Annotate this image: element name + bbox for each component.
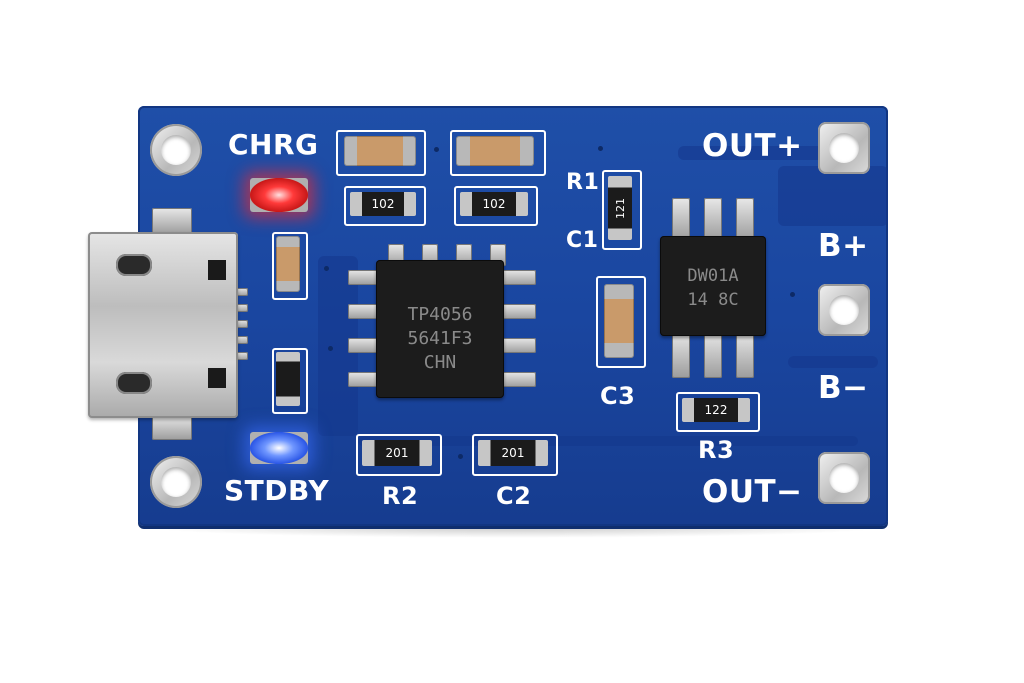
chip-pin <box>502 372 536 387</box>
resistor-frame <box>356 434 442 476</box>
stdby-led <box>250 432 308 464</box>
resistor-frame <box>344 186 426 226</box>
chip-pin <box>672 332 690 378</box>
resistor-code: 121 <box>613 197 627 219</box>
chip-marking-line-2: 5641F3 <box>407 328 473 349</box>
chip-pin <box>348 270 382 285</box>
mounting-hole-top-left <box>150 124 202 176</box>
chip-pin <box>348 372 382 387</box>
via <box>790 292 795 297</box>
pad-out-minus <box>818 452 870 504</box>
usb-slot-top <box>116 254 152 276</box>
chip-pin <box>736 198 754 240</box>
chip-marking-line-2: 14 8C <box>687 290 739 310</box>
usb-pin <box>234 336 248 344</box>
chip-pin <box>502 338 536 353</box>
usb-window <box>208 260 226 280</box>
chip-pin <box>736 332 754 378</box>
capacitor-frame <box>450 130 546 176</box>
resistor-code: 122 <box>704 403 728 417</box>
capacitor-top-left <box>344 136 416 166</box>
capacitor-top-right <box>456 136 534 166</box>
mounting-hole-bottom-left <box>150 456 202 508</box>
chip-pin <box>704 198 722 240</box>
chip-marking-line-3: CHN <box>423 352 457 373</box>
label-b-plus: B+ <box>818 228 869 264</box>
via <box>328 346 333 351</box>
capacitor-frame <box>336 130 426 176</box>
chip-pin <box>348 338 382 353</box>
chip-marking-line-1: TP4056 <box>407 304 473 325</box>
resistor-frame <box>676 392 760 432</box>
usb-window <box>208 368 226 388</box>
label-r2: R2 <box>382 482 419 510</box>
chip-pin <box>502 304 536 319</box>
via <box>458 454 463 459</box>
capacitor-c3 <box>604 284 634 358</box>
usb-pin <box>234 352 248 360</box>
resistor-c2: 201 <box>478 440 548 466</box>
resistor-left-lower <box>276 352 300 406</box>
label-c3: C3 <box>600 382 636 410</box>
usb-slot-bottom <box>116 372 152 394</box>
trace <box>778 166 888 226</box>
trace <box>678 146 848 160</box>
capacitor-frame <box>596 276 646 368</box>
dw01a-chip: DW01A 14 8C <box>660 236 766 336</box>
chip-pin <box>672 198 690 240</box>
trace <box>788 356 878 368</box>
pad-b-plus <box>818 284 870 336</box>
resistor-frame <box>602 170 642 250</box>
label-out-plus: OUT+ <box>702 128 803 164</box>
tp4056-chip: TP4056 5641F3 CHN <box>376 260 504 398</box>
chrg-led <box>250 178 308 212</box>
resistor-frame <box>454 186 538 226</box>
usb-mount-tab <box>152 208 192 234</box>
label-c1: C1 <box>566 228 599 253</box>
usb-pin <box>234 288 248 296</box>
resistor-code: 102 <box>482 197 506 211</box>
capacitor-left-upper <box>276 236 300 292</box>
chip-pin <box>502 270 536 285</box>
resistor-102-right: 102 <box>460 192 528 216</box>
via <box>434 147 439 152</box>
resistor-r3: 122 <box>682 398 750 422</box>
resistor-102-left: 102 <box>350 192 416 216</box>
pad-out-plus <box>818 122 870 174</box>
chip-marking-line-1: DW01A <box>687 266 739 286</box>
label-c2: C2 <box>496 482 532 510</box>
resistor-frame <box>272 348 308 414</box>
label-b-minus: B− <box>818 370 869 406</box>
usb-mount-tab <box>152 416 192 440</box>
label-chrg: CHRG <box>228 128 319 161</box>
resistor-code: 201 <box>501 446 525 460</box>
usb-pin <box>234 320 248 328</box>
usb-pin <box>234 304 248 312</box>
resistor-r1: 121 <box>608 176 632 240</box>
trace <box>358 436 858 446</box>
capacitor-frame <box>272 232 308 300</box>
resistor-frame <box>472 434 558 476</box>
chip-pin <box>348 304 382 319</box>
resistor-code: 201 <box>385 446 409 460</box>
resistor-r2: 201 <box>362 440 432 466</box>
label-r3: R3 <box>698 436 735 464</box>
chip-pin <box>704 332 722 378</box>
label-out-minus: OUT− <box>702 474 803 510</box>
resistor-code: 102 <box>371 197 395 211</box>
micro-usb-connector[interactable] <box>88 232 238 418</box>
label-stdby: STDBY <box>224 474 330 507</box>
label-r1: R1 <box>566 170 600 195</box>
pcb-board: CHRG STDBY OUT+ B+ B− OUT− R1 C1 C3 R3 R… <box>138 106 888 526</box>
via <box>324 266 329 271</box>
via <box>598 146 603 151</box>
